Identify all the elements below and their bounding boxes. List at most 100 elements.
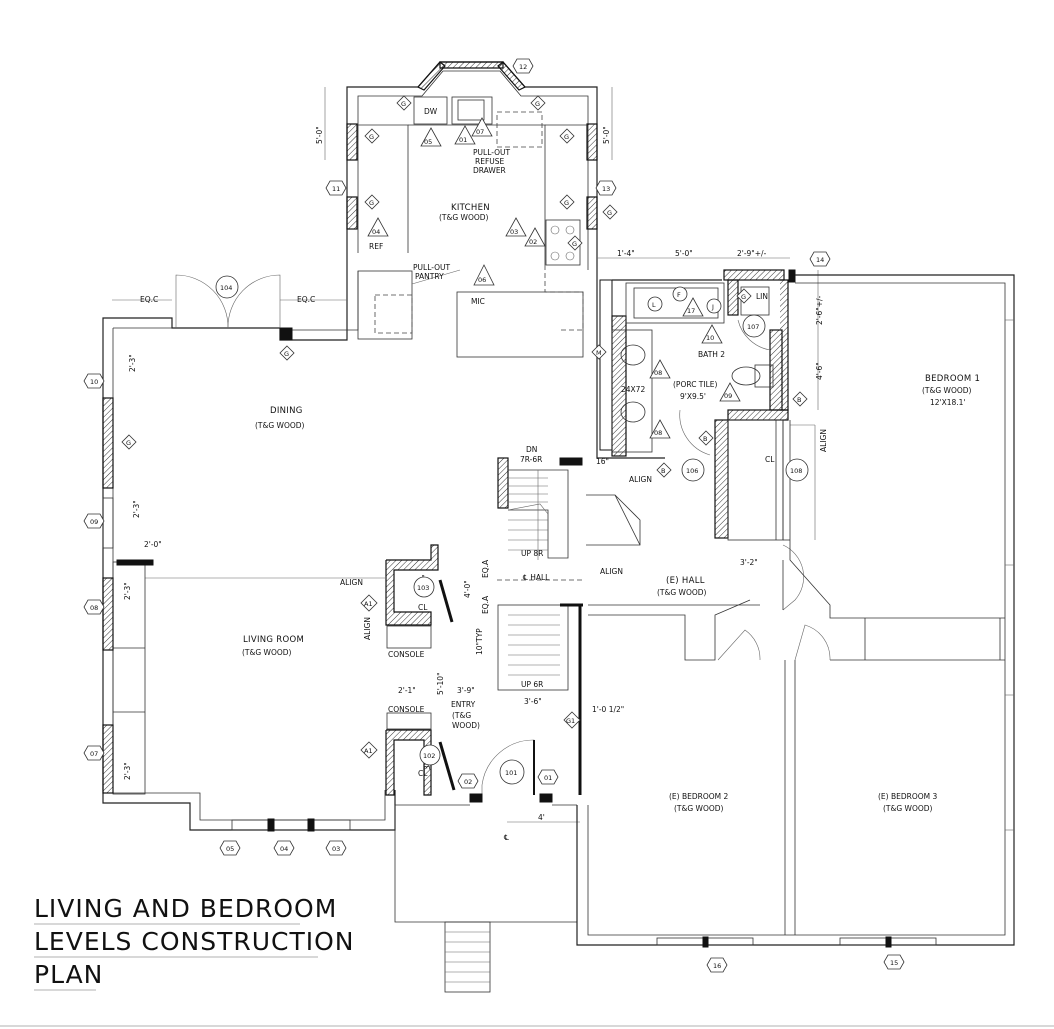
title-line-2: LEVELS CONSTRUCTION	[34, 927, 355, 956]
tri-04: 04	[367, 217, 389, 237]
dim-3-6: 3'-6"	[524, 697, 542, 706]
marker-g-8: G	[279, 345, 295, 361]
dim-16: 16"	[596, 457, 609, 466]
entry-floor-1: (T&G	[452, 711, 471, 720]
svg-text:108: 108	[790, 467, 802, 475]
console-label-1: CONSOLE	[388, 650, 425, 659]
pantry-label-2: PANTRY	[415, 272, 444, 281]
svg-text:02: 02	[529, 238, 537, 246]
marker-g1: G1	[563, 711, 581, 729]
svg-text:B: B	[703, 435, 707, 443]
tag-14: 14	[809, 251, 831, 267]
dim-2-0: 2'-0"	[144, 540, 162, 549]
eqc-left: EQ.C	[140, 295, 158, 304]
dim-3-2: 3'-2"	[740, 558, 758, 567]
bedroom-1-size: 12'X18.1'	[930, 398, 966, 407]
svg-text:10: 10	[706, 334, 714, 342]
dim-4-0: 4'-0"	[463, 580, 472, 598]
svg-text:G: G	[564, 133, 569, 141]
tag-16: 16	[706, 957, 728, 973]
svg-text:08: 08	[654, 369, 662, 377]
dim-3-9: 3'-9"	[457, 686, 475, 695]
svg-text:G: G	[401, 100, 406, 108]
marker-m: M	[591, 344, 607, 360]
bath-2-size-label: 9'X9.5'	[680, 392, 706, 401]
svg-text:13: 13	[602, 185, 610, 193]
closet-108-label: CL	[765, 455, 775, 464]
dim-2-9: 2'-9"+/-	[737, 249, 767, 258]
tag-03: 03	[325, 840, 347, 856]
tag-12: 12	[512, 58, 534, 74]
align-label-vertical: ALIGN	[363, 617, 372, 640]
tri-03: 03	[505, 217, 527, 237]
svg-text:06: 06	[478, 276, 486, 284]
refuse-label-1: PULL-OUT	[473, 148, 511, 157]
svg-text:107: 107	[747, 323, 759, 331]
svg-text:102: 102	[423, 752, 435, 760]
svg-text:16: 16	[713, 962, 721, 970]
tri-09: 09	[719, 382, 741, 402]
refuse-label-3: DRAWER	[473, 166, 506, 175]
svg-text:03: 03	[510, 228, 518, 236]
tag-13: 13	[595, 180, 617, 196]
dim-1-0: 1'-0 1/2"	[592, 705, 624, 714]
vanity-size-label: 24X72	[621, 385, 645, 394]
svg-text:M: M	[596, 349, 602, 357]
room-107: 107	[742, 314, 766, 338]
stairs-entry: DN 7R-6R UP 8R UP 6R ℄ HALL ALIGN EQ.A E…	[394, 445, 641, 993]
svg-text:G: G	[284, 350, 289, 358]
svg-text:F: F	[677, 291, 681, 299]
title-block: LIVING AND BEDROOM LEVELS CONSTRUCTION P…	[34, 894, 355, 991]
tag-10: 10	[83, 373, 105, 389]
svg-text:10: 10	[90, 378, 98, 386]
svg-text:04: 04	[280, 845, 288, 853]
marker-g-5: G	[364, 194, 380, 210]
svg-text:17: 17	[687, 307, 695, 315]
dim-2-1: 2'-1"	[398, 686, 416, 695]
closet-103-label: CL	[418, 603, 428, 612]
svg-text:01: 01	[544, 774, 552, 782]
tag-09: 09	[83, 513, 105, 529]
mic-label: MIC	[471, 297, 485, 306]
room-103: 103	[413, 576, 435, 598]
tri-07: 07	[471, 117, 493, 137]
room-102: 102	[419, 744, 441, 766]
tri-17: 17	[682, 297, 704, 317]
svg-text:B: B	[797, 396, 801, 404]
stairs-up6r: UP 6R	[521, 680, 543, 689]
marker-g-4: G	[559, 128, 575, 144]
bedroom-2-label: (E) BEDROOM 2	[669, 792, 729, 801]
bath-2: LIN BATH 2 24X72 (PORC TILE) 9'X9.5' ALI…	[596, 249, 824, 539]
bedroom-1-floor: (T&G WOOD)	[922, 386, 972, 395]
closet-102-label: CL	[418, 769, 428, 778]
svg-text:03: 03	[332, 845, 340, 853]
stairs-dn-risers: 7R-6R	[520, 455, 542, 464]
marker-g-10: G	[567, 235, 583, 251]
tri-01: 01	[454, 125, 476, 145]
dim-window-09: 2'-3"	[132, 500, 141, 518]
eqa-1: EQ.A	[481, 559, 490, 578]
ref-label: REF	[369, 242, 383, 251]
console-label-2: CONSOLE	[388, 705, 425, 714]
svg-text:L: L	[652, 301, 656, 309]
center-hall-label: ℄ HALL	[523, 573, 550, 582]
svg-text:05: 05	[226, 845, 234, 853]
svg-text:11: 11	[332, 185, 340, 193]
dining-label: DINING	[270, 406, 303, 416]
svg-text:G: G	[564, 199, 569, 207]
marker-b-3: B	[656, 462, 672, 478]
align-hall: ALIGN	[819, 429, 828, 452]
tri-06: 06	[473, 264, 495, 286]
eqc-right: EQ.C	[297, 295, 315, 304]
svg-text:J: J	[711, 303, 714, 311]
svg-text:08: 08	[90, 604, 98, 612]
dim-2-6: 2'-6"+/-	[815, 295, 824, 325]
svg-text:G: G	[126, 439, 131, 447]
title-line-1: LIVING AND BEDROOM	[34, 894, 337, 923]
svg-text:09: 09	[724, 392, 732, 400]
tri-10: 10	[701, 324, 723, 344]
room-106: 106	[681, 458, 705, 482]
marker-g-7: G	[602, 204, 618, 220]
eqa-2: EQ.A	[481, 595, 490, 614]
svg-text:G: G	[741, 293, 746, 301]
